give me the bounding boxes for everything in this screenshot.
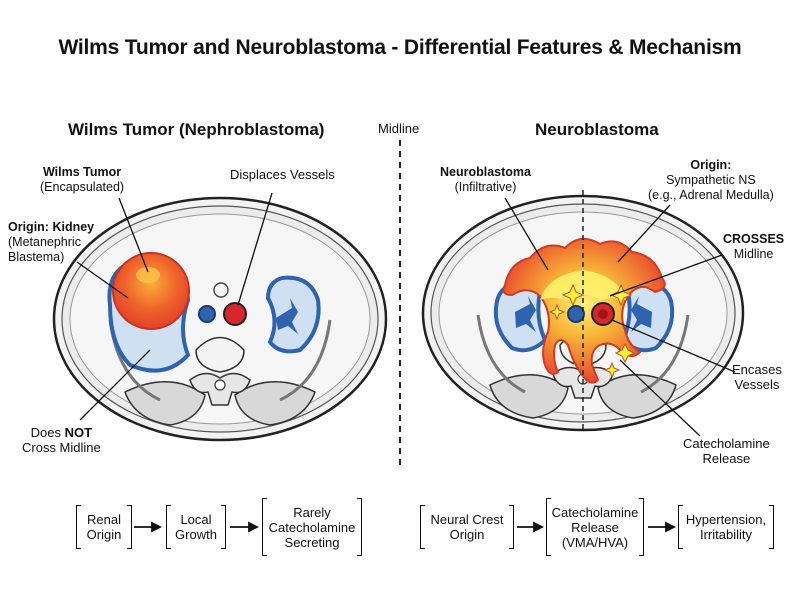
- left-flow-arrows: [134, 521, 260, 533]
- left-ivc-vessel: [198, 305, 216, 323]
- label-neuroblastoma: Neuroblastoma (Infiltrative): [440, 165, 531, 194]
- leader-origin-kidney: [76, 261, 129, 299]
- catecholamine-sparkles: [548, 283, 636, 379]
- wilms-tumor-highlight: [136, 267, 160, 283]
- leader-not-cross-midline: [79, 349, 151, 421]
- label-crosses-midline: CROSSES Midline: [723, 232, 785, 261]
- leader-encases-vessels: [611, 319, 736, 373]
- right-flow-step-3: Hypertension,Irritability: [678, 505, 774, 549]
- leader-displaces-vessels: [237, 192, 273, 306]
- label-nb-origin: Origin: Sympathetic NS (e.g., Adrenal Me…: [648, 158, 774, 202]
- right-ivc-vessel: [567, 305, 585, 323]
- left-panel-title: Wilms Tumor (Nephroblastoma): [68, 120, 325, 139]
- leader-neuroblastoma: [504, 197, 549, 271]
- right-aorta-lumen: [598, 309, 608, 319]
- leader-crosses-midline: [609, 254, 723, 297]
- right-flow-arrows: [517, 521, 677, 533]
- left-aorta-vessel: [223, 302, 247, 326]
- label-displaces-vessels: Displaces Vessels: [230, 167, 335, 182]
- leader-catecholamine: [619, 359, 701, 437]
- label-catecholamine-release: Catecholamine Release: [683, 436, 770, 466]
- label-wilms-tumor: Wilms Tumor (Encapsulated): [40, 165, 125, 194]
- label-encases-vessels: Encases Vessels: [732, 362, 782, 392]
- left-panel-normal-kidney: [265, 275, 321, 354]
- left-body-cross-section: [52, 196, 388, 442]
- right-panel-title: Neuroblastoma: [535, 120, 659, 139]
- label-origin-kidney: Origin: Kidney (Metanephric Blastema): [8, 220, 95, 264]
- leader-wilms-tumor: [118, 197, 149, 273]
- midline-label: Midline: [378, 121, 420, 136]
- wilms-tumor-mass: [112, 252, 190, 330]
- leader-nb-origin: [617, 204, 671, 263]
- label-does-not-cross-midline: Does NOT Cross Midline: [22, 425, 101, 455]
- main-title: Wilms Tumor and Neuroblastoma - Differen…: [58, 36, 742, 59]
